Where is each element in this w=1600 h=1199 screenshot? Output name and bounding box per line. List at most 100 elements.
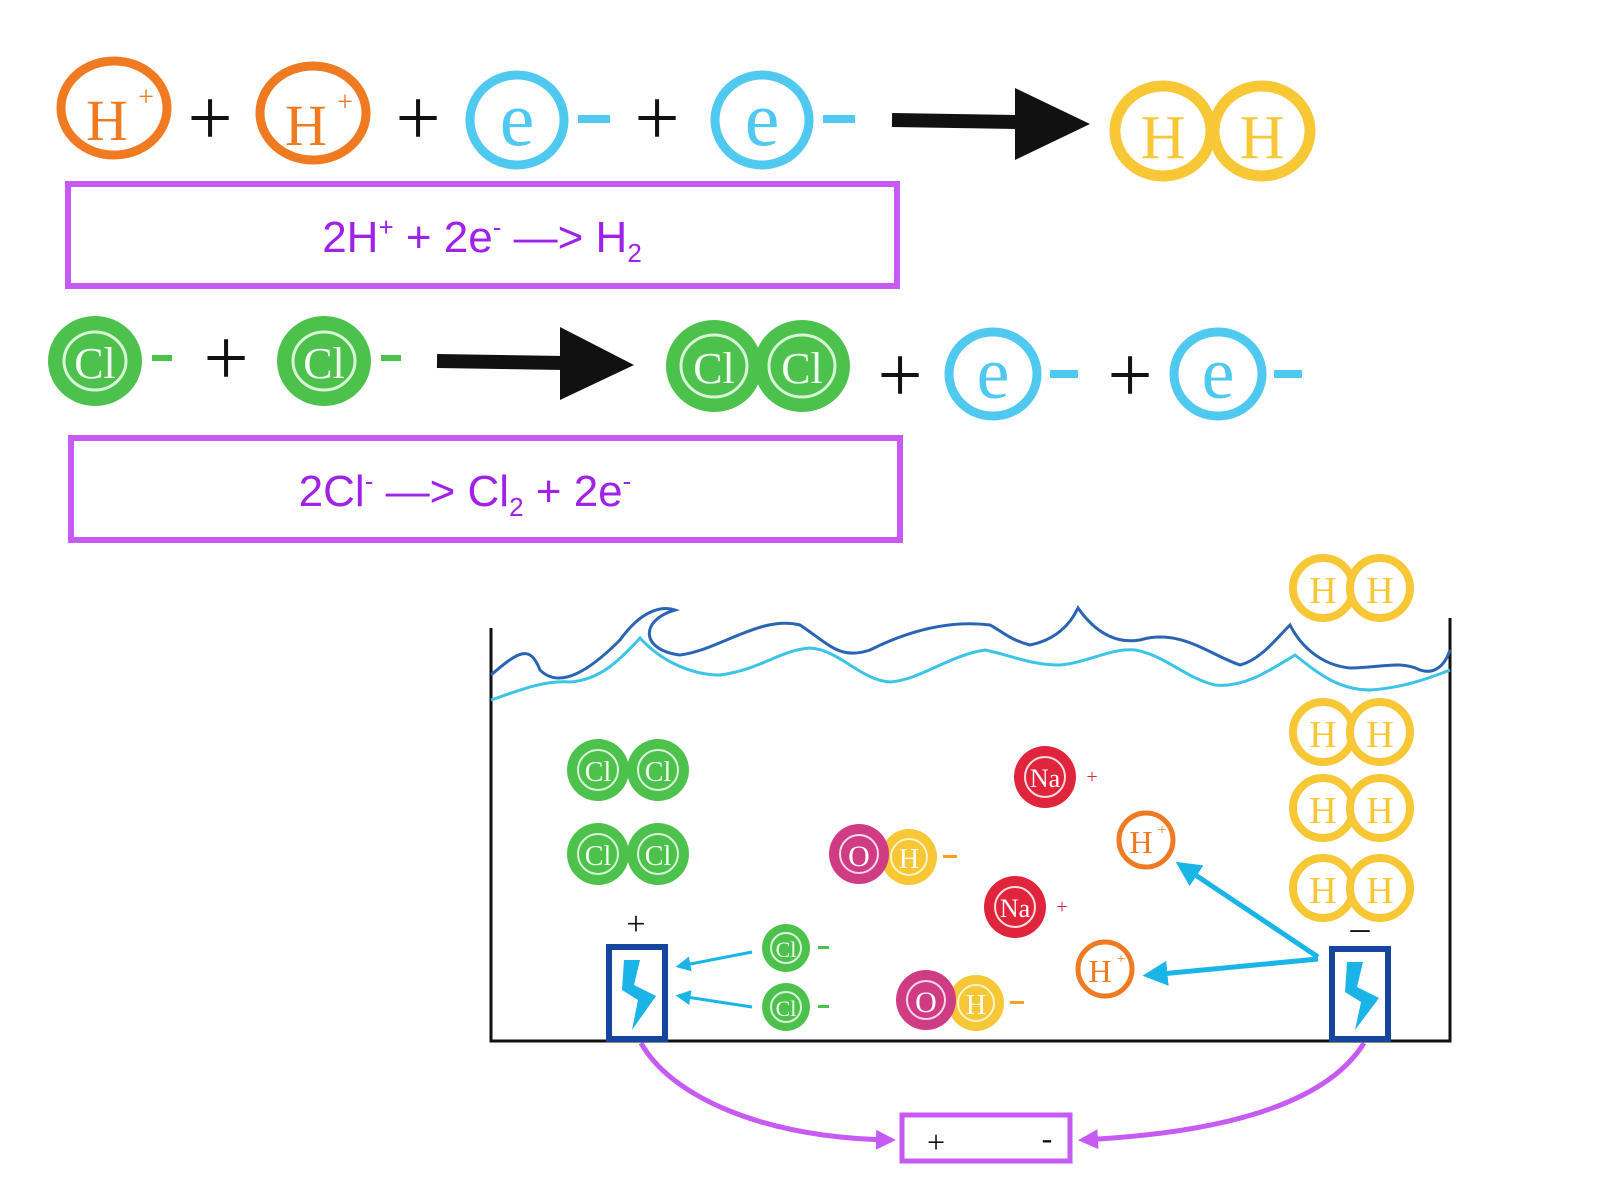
anode-equation: 2Cl- —> Cl2 + 2e- — [299, 466, 632, 522]
chloride-charge — [818, 946, 829, 949]
na-charge: + — [1086, 766, 1097, 788]
h-ion-atom: H + — [1075, 939, 1135, 999]
electron-symbol: e — [500, 75, 535, 162]
plus-sign: + — [877, 332, 922, 420]
hydroxide-charge — [1010, 1001, 1024, 1004]
cl2-molecule: Cl Cl — [666, 320, 850, 412]
wire — [638, 1041, 896, 1150]
cl-symbol: Cl — [776, 937, 797, 962]
h-ion-symbol: H — [1088, 953, 1111, 989]
ion-arrow — [1142, 956, 1319, 986]
electron-charge — [1050, 370, 1078, 378]
h-ion-symbol: H — [285, 93, 327, 158]
o-symbol: O — [915, 986, 937, 1019]
h-atom-symbol: H — [1366, 714, 1393, 756]
electron-charge — [578, 115, 610, 123]
h-ion-charge: + — [1157, 822, 1166, 839]
electron: e — [465, 70, 610, 170]
chloride-ion: Cl — [762, 983, 829, 1031]
h-atom-symbol: H — [1141, 104, 1186, 172]
h2-molecule: H H — [1289, 774, 1414, 842]
h-atom-symbol: H — [1366, 570, 1393, 612]
h2-molecule: H H — [1109, 80, 1316, 182]
plus-sign: + — [187, 75, 232, 163]
na-charge: + — [1056, 896, 1067, 918]
electron-charge — [823, 115, 855, 123]
ion-arrow — [1175, 861, 1320, 960]
cathode-label: – — [1350, 907, 1371, 949]
cathode-electrode: – — [1329, 907, 1391, 1042]
chloride-charge — [818, 1005, 829, 1008]
cl-symbol: Cl — [645, 841, 672, 872]
equation-box-anode: 2Cl- —> Cl2 + 2e- — [68, 435, 903, 543]
plus-sign: + — [1107, 332, 1152, 420]
cl-symbol: Cl — [585, 757, 612, 788]
equation-box-cathode: 2H+ + 2e- —> H2 — [65, 181, 900, 289]
electron: e — [710, 70, 855, 170]
h-atom-symbol: H — [1366, 790, 1393, 832]
h-atom-symbol: H — [1366, 870, 1393, 912]
chloride-ion: Cl — [277, 316, 401, 406]
anode-electrode: + — [606, 906, 668, 1042]
cl-symbol: Cl — [645, 757, 672, 788]
sodium-ion: Na + — [1014, 746, 1098, 808]
h-ion-charge: + — [1116, 951, 1125, 968]
na-symbol: Na — [1000, 894, 1031, 923]
electron-symbol: e — [977, 333, 1010, 415]
cl-symbol: Cl — [585, 841, 612, 872]
h-atom-symbol: H — [1309, 870, 1336, 912]
chloride-charge — [381, 355, 401, 361]
h-atom-symbol: H — [1309, 790, 1336, 832]
hydroxide-charge — [943, 855, 957, 858]
water-surface — [490, 605, 1452, 702]
plus-sign: + — [203, 315, 248, 403]
battery-positive-terminal: + — [927, 1124, 945, 1160]
anode-label: + — [626, 906, 645, 943]
electron-symbol: e — [745, 75, 780, 162]
arrow-right-icon — [436, 327, 634, 400]
ion-arrow — [675, 950, 753, 972]
plus-sign: + — [634, 75, 679, 163]
sodium-ion: Na + — [984, 876, 1068, 938]
h-atom-symbol: H — [1309, 570, 1336, 612]
electron-symbol: e — [1202, 333, 1235, 415]
h-ion-symbol: H — [86, 88, 128, 153]
hydroxide-ion: H O — [829, 824, 957, 885]
electron-charge — [1274, 370, 1302, 378]
ion-arrow — [675, 990, 753, 1009]
cl2-molecule: Cl Cl — [567, 823, 689, 885]
cl2-molecule: Cl Cl — [567, 739, 689, 801]
h-ion-charge: + — [337, 87, 353, 118]
h2-molecule: H H — [1289, 854, 1414, 922]
hydroxide-ion: H O — [896, 970, 1024, 1031]
lightning-bolt-icon — [622, 960, 656, 1030]
chloride-charge — [152, 355, 172, 361]
h-ion-atom: H + — [1116, 810, 1176, 870]
arrow-right-icon — [891, 88, 1090, 160]
lightning-bolt-icon — [1345, 962, 1379, 1030]
cl-symbol: Cl — [781, 344, 823, 393]
h-atom-symbol: H — [1309, 714, 1336, 756]
h-ion-symbol: H — [1129, 824, 1152, 860]
electrolysis-tank — [489, 618, 1452, 1043]
h-ion-charge: + — [138, 82, 154, 113]
electron: e — [1169, 327, 1302, 421]
wire — [1078, 1041, 1367, 1150]
cathode-equation: 2H+ + 2e- —> H2 — [322, 212, 642, 268]
electron: e — [944, 327, 1078, 421]
h-atom-symbol: H — [899, 844, 919, 875]
h-atom-symbol: H — [966, 990, 986, 1021]
battery-icon: + - — [899, 1112, 1073, 1164]
cl-symbol: Cl — [693, 344, 735, 393]
battery-negative-terminal: - — [1042, 1120, 1053, 1156]
h-ion-atom: H + — [255, 61, 371, 165]
cl-symbol: Cl — [74, 339, 116, 388]
h-ion-atom: H + — [56, 56, 172, 160]
o-symbol: O — [848, 840, 870, 873]
chloride-ion: Cl — [762, 924, 829, 972]
chloride-ion: Cl — [48, 316, 172, 406]
cl-symbol: Cl — [303, 339, 345, 388]
h2-molecule: H H — [1289, 698, 1414, 766]
plus-sign: + — [395, 75, 440, 163]
